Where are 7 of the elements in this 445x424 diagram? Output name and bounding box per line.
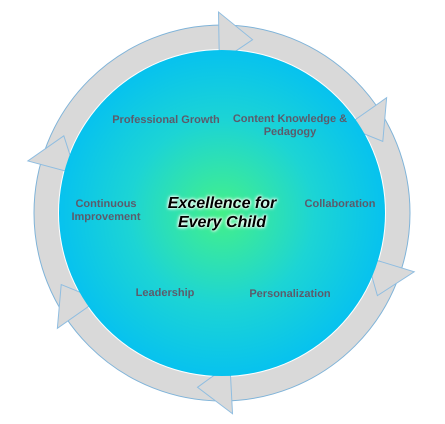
center-title: Excellence for Every Child [166, 194, 278, 232]
segment-label: Professional Growth [111, 114, 221, 127]
segment-label: Collaboration [304, 198, 376, 211]
segment-label: Personalization [248, 288, 332, 301]
segment-label: Leadership [134, 287, 196, 300]
segment-label: Content Knowledge & Pedagogy [232, 113, 348, 139]
segment-label: Continuous Improvement [70, 198, 142, 224]
